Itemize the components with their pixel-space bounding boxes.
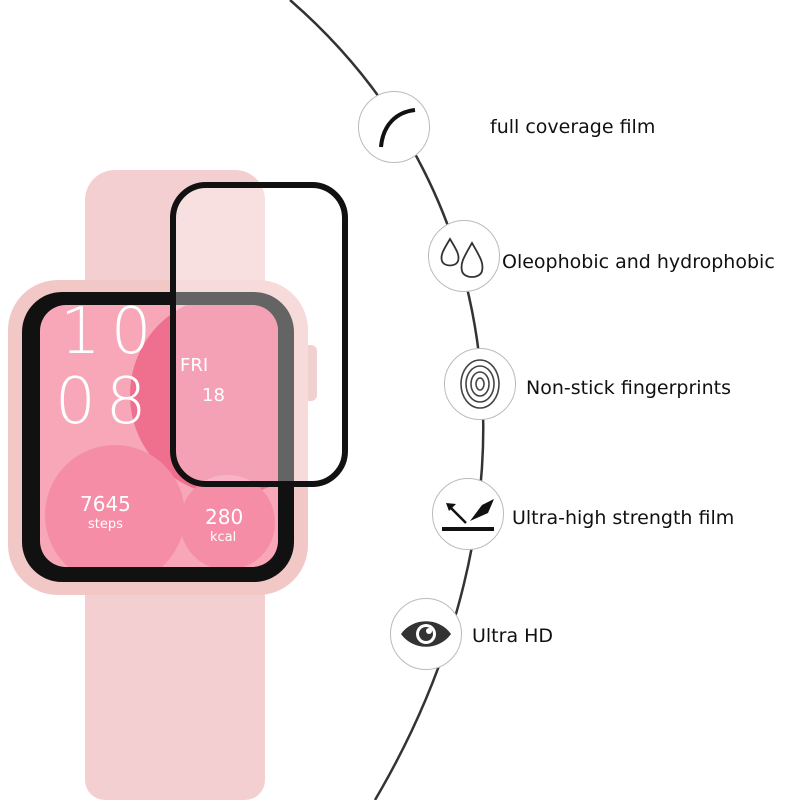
feature-icon-fingerprint — [444, 348, 516, 420]
kcal-label: kcal — [210, 530, 237, 545]
feature-icon-strength — [432, 478, 504, 550]
feature-label: Ultra HD — [472, 625, 554, 647]
watch-minute: 08 — [55, 365, 157, 439]
curve-icon — [379, 108, 416, 148]
impact-arrow-icon — [442, 499, 494, 531]
feature-icon-eye — [390, 598, 462, 670]
screen-protector-film — [170, 182, 348, 487]
watch-band-bottom — [85, 570, 265, 800]
fingerprint-icon — [460, 359, 500, 409]
watch-screen — [40, 305, 278, 567]
feature-label: Non-stick fingerprints — [526, 377, 731, 399]
watch-date: 18 — [202, 385, 225, 406]
steps-value: 7645 — [80, 492, 131, 516]
eye-icon — [401, 621, 451, 647]
steps-label: steps — [88, 517, 123, 532]
feature-icon-curve — [358, 91, 430, 163]
watch-day: FRI — [180, 355, 209, 376]
kcal-value: 280 — [205, 505, 244, 529]
feature-label: Ultra-high strength film — [512, 507, 735, 529]
feature-icon-drops — [428, 220, 500, 292]
feature-label: Oleophobic and hydrophobic — [502, 251, 775, 273]
water-drops-icon — [440, 237, 484, 278]
watch-hour: 10 — [60, 295, 162, 369]
feature-label: full coverage film — [490, 116, 656, 138]
